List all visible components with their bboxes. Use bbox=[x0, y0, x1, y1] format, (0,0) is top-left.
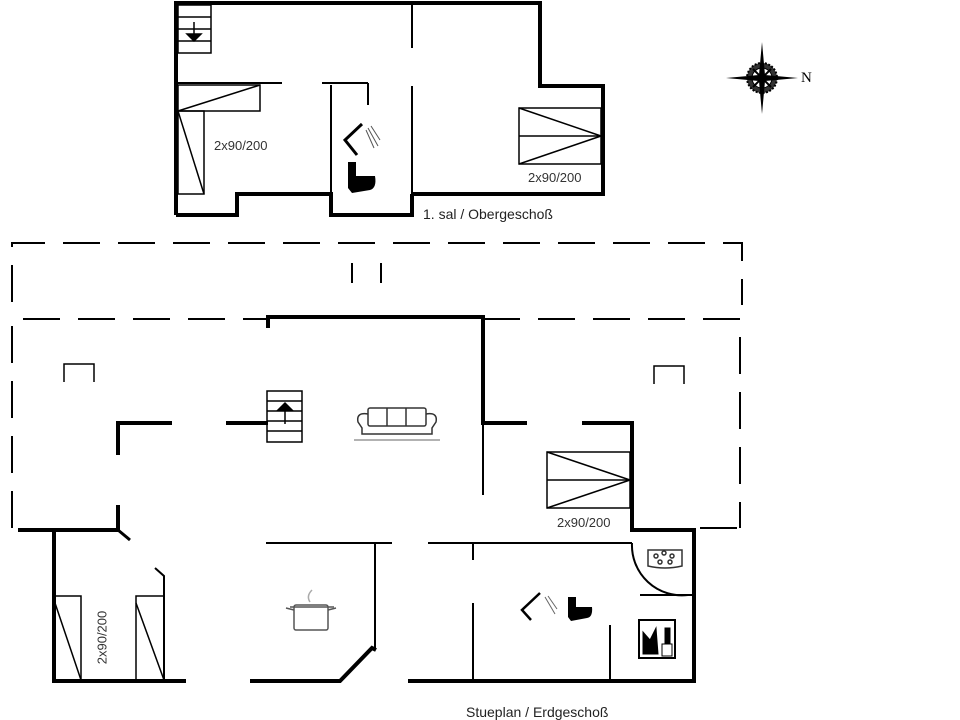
shower-icon bbox=[520, 592, 558, 621]
bed-size-label: 2x90/200 bbox=[528, 170, 582, 185]
bed-upper-left bbox=[177, 84, 261, 195]
bed-size-label: 2x90/200 bbox=[557, 515, 611, 530]
compass-rose-icon bbox=[726, 42, 798, 114]
shower-icon bbox=[342, 122, 381, 156]
bed-ground-right bbox=[546, 451, 631, 509]
bed-ground-left bbox=[54, 595, 165, 681]
compass-north-label: N bbox=[801, 70, 812, 86]
bed-size-label: 2x90/200 bbox=[214, 138, 268, 153]
toilet-icon bbox=[568, 597, 593, 621]
whirlpool-icon bbox=[647, 549, 683, 569]
stairs-up-icon bbox=[266, 390, 303, 443]
bed-upper-right bbox=[518, 107, 602, 165]
stairs-down-icon bbox=[177, 4, 212, 54]
toilet-icon bbox=[348, 162, 376, 193]
sofa-icon bbox=[354, 407, 440, 441]
sauna-icon bbox=[638, 619, 676, 659]
bed-size-label: 2x90/200 bbox=[94, 610, 110, 665]
floor-title-ground: Stueplan / Erdgeschoß bbox=[466, 704, 609, 720]
roof-outline bbox=[11, 242, 743, 529]
ground-floor bbox=[11, 242, 743, 683]
upper-floor bbox=[174, 1, 605, 217]
cooking-pot-icon bbox=[285, 589, 337, 631]
floor-title-upper: 1. sal / Obergeschoß bbox=[423, 206, 553, 222]
